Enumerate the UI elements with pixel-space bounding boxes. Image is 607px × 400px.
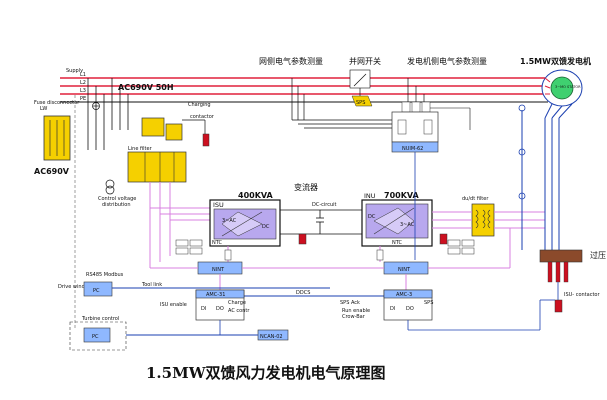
- generator-dot-label: 3~MO STATOR: [555, 85, 581, 89]
- grid-measurement-label: 网侧电气参数测量: [259, 56, 323, 66]
- run-enable-label: Run enable: [342, 308, 370, 314]
- grid-switch: SPS: [349, 69, 373, 107]
- control-voltage-label: Control voltage: [98, 196, 136, 202]
- isu-ac-label: 3~AC: [222, 218, 237, 224]
- dc-circuit: DC-circuit: [280, 202, 362, 245]
- supply-lines: Supply L1 L2 L3 PE AC690V 50H: [60, 68, 548, 103]
- generator-measurement-label: 发电机侧电气参数测量: [407, 56, 487, 66]
- nint-right: NINT: [383, 261, 429, 275]
- line-pe-label: PE: [80, 96, 86, 102]
- line-l1-label: L1: [80, 72, 86, 78]
- amc3-do: DO: [406, 306, 414, 312]
- pink-feed-lines: [149, 182, 210, 268]
- line-filter-label: Line filter: [128, 146, 153, 152]
- tool-link-label: Tool link: [141, 282, 162, 288]
- inu-name-label: INU: [364, 192, 376, 200]
- grid-measurement: [291, 78, 392, 129]
- pc-drive-label: PC: [93, 288, 100, 294]
- pc-turbine-label: PC: [92, 334, 99, 340]
- line-filter: Line filter Control voltage distribution: [98, 146, 187, 208]
- turbine-control-label: Turbine control: [81, 316, 119, 322]
- dc-circuit-label: DC-circuit: [312, 202, 337, 208]
- amc3-di: DI: [390, 306, 395, 312]
- isu-power-label: 400KVA: [238, 191, 274, 200]
- isu-ntc-label: NTC: [212, 240, 223, 246]
- sps2-label: SPS: [424, 300, 433, 306]
- page-title: 1.5MW双馈风力发电机电气原理图: [146, 364, 386, 382]
- charging-label: Charging: [188, 102, 211, 108]
- overvoltage-label: 过压: [590, 250, 606, 260]
- amc31-di: DI: [201, 306, 206, 312]
- control-section: RS485 Modbus Drive window PC Tool link D…: [58, 272, 555, 351]
- fuse-label: Fuse disconnector: [34, 100, 80, 106]
- nint-left-label: NINT: [212, 267, 225, 273]
- amc31-label: AMC-31: [206, 292, 225, 298]
- nuim-module: NUIM-62: [391, 111, 439, 260]
- isu-block: 400KVA ISU 3~AC DC NTC: [209, 191, 281, 262]
- nint-left: NINT: [197, 261, 243, 275]
- amc31-do: DO: [216, 306, 224, 312]
- nuim-label: NUIM-62: [402, 146, 423, 152]
- inu-ntc-label: NTC: [392, 240, 403, 246]
- inu-dc-label: DC: [368, 214, 376, 220]
- sps-ack-label: SPS Ack: [340, 300, 360, 306]
- amc3-label: AMC-3: [396, 292, 412, 298]
- ncan-label: NCAN-02: [260, 334, 283, 340]
- rs485-label: RS485 Modbus: [86, 272, 124, 278]
- ac-contr-label: AC contr: [228, 308, 250, 314]
- contactor-label: contactor: [190, 114, 215, 120]
- drive-window-label: Drive window: [58, 284, 92, 290]
- generator-symbol: 3~MO STATOR: [541, 69, 583, 119]
- isu-name-label: ISU: [213, 201, 224, 209]
- line-l3-label: L3: [80, 88, 86, 94]
- line-l2-label: L2: [80, 80, 86, 86]
- isu-enable-label: ISU enable: [160, 302, 187, 308]
- inu-power-label: 700KVA: [384, 191, 420, 200]
- inu-ac-label: 3~AC: [400, 222, 415, 228]
- crowbar-unit: 过压 ISU- contactor: [539, 249, 606, 313]
- charging-contactor: Charging contactor: [141, 102, 215, 147]
- crow-bar-label: Crow-Bar: [342, 314, 366, 320]
- isu-contactor-label: ISU- contactor: [564, 292, 600, 298]
- generator-label: 1.5MW双馈发电机: [520, 56, 591, 66]
- dudt-label: du/dt filter: [462, 196, 489, 202]
- converter-label: 变流器: [294, 182, 318, 192]
- supply-label: Supply: [66, 68, 83, 74]
- pink-bottom-lines: [150, 228, 511, 290]
- nint-right-label: NINT: [398, 267, 411, 273]
- dudt-filter: du/dt filter: [432, 196, 545, 237]
- fuse-disconnector: Fuse disconnector LW AC690V: [34, 100, 80, 176]
- fuse-lw-label: LW: [40, 106, 47, 112]
- rotor-lines: [518, 104, 560, 250]
- fuse-row-right: [447, 239, 475, 255]
- distribution-label: distribution: [102, 202, 131, 208]
- supply-drops: [74, 78, 129, 330]
- fuse-voltage-label: AC690V: [34, 167, 70, 176]
- generator-measurement: [401, 78, 471, 130]
- fuse-row-left: [175, 239, 203, 255]
- supply-voltage-label: AC690V 50H: [118, 83, 174, 92]
- sps-label: SPS: [356, 100, 365, 106]
- ddcs-label: DDCS: [296, 290, 310, 296]
- inu-block: INU 700KVA DC 3~AC NTC: [361, 191, 448, 262]
- grid-switch-label: 并网开关: [349, 56, 381, 66]
- isu-dc-label: DC: [262, 224, 270, 230]
- charge-label: Charge: [228, 300, 246, 306]
